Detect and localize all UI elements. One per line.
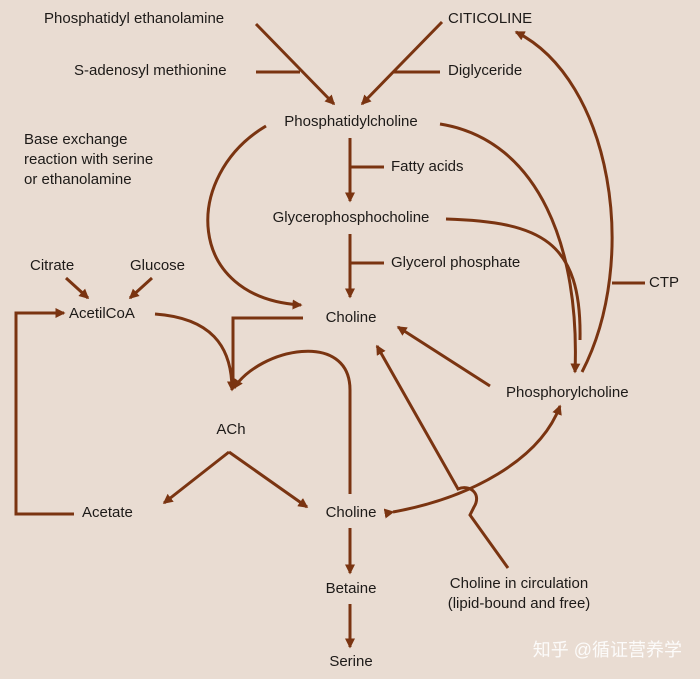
citicoline-label: CITICOLINE — [448, 10, 533, 27]
arrow-pc-to-phosphorylcholine — [439, 122, 581, 374]
acetylcoa-label: AcetilCoA — [69, 305, 135, 322]
phosphatidylcholine-label: Phosphatidylcholine — [284, 113, 418, 130]
arrow-choline-recycle-to-ach — [232, 349, 352, 494]
arrow-pe-to-pc — [254, 22, 336, 106]
arrow-phosphorylcholine-to-choline — [396, 325, 491, 388]
phosphorylcholine-label: Phosphorylcholine — [506, 384, 629, 401]
serine-label: Serine — [329, 653, 373, 670]
arrow-phosphorylcholine-to-citicoline — [514, 30, 614, 373]
acetate-label: Acetate — [82, 504, 133, 521]
arrow-citrate-to-acetylcoa — [64, 276, 90, 300]
glucose-label: Glucose — [130, 257, 186, 274]
arrow-acetate-to-acetylcoa — [14, 308, 74, 516]
fatty-acids-label: Fatty acids — [391, 158, 464, 175]
glycerol-phosphate-label: Glycerol phosphate — [391, 254, 521, 271]
betaine-label: Betaine — [325, 580, 377, 597]
glycerophosphocholine-label: Glycerophosphocholine — [272, 209, 430, 226]
choline-in-circulation-label: Choline in circulation (lipid-bound and … — [447, 575, 591, 612]
ctp-label: CTP — [649, 274, 679, 291]
line-choline-to-ach — [231, 316, 303, 388]
arrow-pc-to-choline — [206, 124, 303, 310]
arrow-gpc-to-phosphorylcholine — [445, 217, 582, 341]
arrow-acetylcoa-to-ach — [154, 312, 237, 392]
ach-split-right — [228, 450, 309, 509]
arrow-citicoline-to-pc — [360, 20, 444, 106]
ach-split-left — [162, 450, 230, 505]
arrow-glucose-to-acetylcoa — [128, 276, 154, 300]
citrate-label: Citrate — [30, 257, 75, 274]
choline-bottom-label: Choline — [325, 504, 377, 521]
base-exchange-note: Base exchange reaction with serine or et… — [24, 131, 154, 188]
choline-top-label: Choline — [325, 309, 377, 326]
arrow-choline-phosphorylcholine-bidirectional — [383, 404, 562, 519]
arrow-circulation-to-choline — [375, 344, 510, 569]
ach-label: ACh — [216, 421, 246, 438]
s-adenosyl-methionine-label: S-adenosyl methionine — [74, 62, 227, 79]
phosphatidyl-ethanolamine-label: Phosphatidyl ethanolamine — [44, 10, 225, 27]
diglyceride-label: Diglyceride — [448, 62, 523, 79]
watermark: 知乎 @循证营养学 — [532, 640, 682, 660]
